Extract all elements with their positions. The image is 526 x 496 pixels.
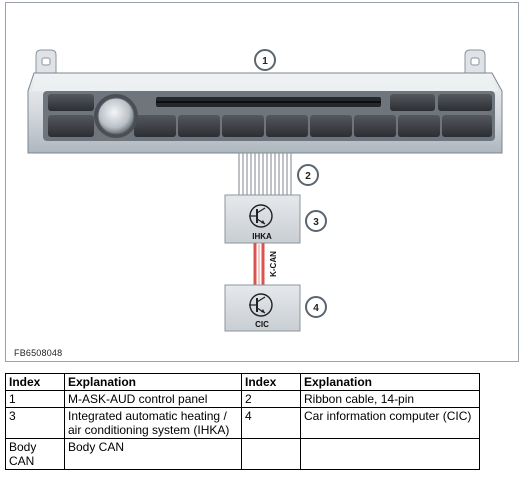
panel-button — [178, 115, 220, 137]
panel-button — [354, 115, 396, 137]
ihka-module: IHKA — [224, 194, 301, 244]
callout-4: 4 — [305, 296, 327, 318]
table-row: 3 Integrated automatic heating / air con… — [5, 407, 480, 439]
index-cell: 3 — [5, 407, 65, 439]
callout-1-label: 1 — [262, 56, 268, 67]
explanation-cell: Ribbon cable, 14-pin — [300, 390, 480, 408]
header-explanation: Explanation — [64, 373, 242, 391]
index-cell: 2 — [241, 390, 301, 408]
explanation-cell: Car information computer (CIC) — [300, 407, 480, 439]
figure-id: FB6508048 — [14, 348, 63, 358]
callout-3: 3 — [305, 210, 327, 232]
callout-3-label: 3 — [313, 217, 319, 228]
callout-2-label: 2 — [305, 171, 311, 182]
panel-button — [266, 115, 308, 137]
panel-button — [48, 94, 94, 111]
index-cell: 4 — [241, 407, 301, 439]
index-cell — [241, 438, 301, 470]
diagram-figure: 1 2 — [5, 2, 519, 362]
explanation-cell: M-ASK-AUD control panel — [64, 390, 242, 408]
panel-button — [398, 115, 440, 137]
panel-button — [222, 115, 264, 137]
diagram-svg: 1 2 — [27, 49, 503, 332]
explanation-cell: Integrated automatic heating / air condi… — [64, 407, 242, 439]
cic-module: CIC — [224, 284, 301, 332]
index-cell: Body CAN — [5, 438, 65, 470]
panel-button — [442, 115, 492, 137]
cic-label: CIC — [255, 320, 269, 329]
panel-button — [134, 115, 176, 137]
ihka-label: IHKA — [252, 232, 272, 241]
header-index: Index — [5, 373, 65, 391]
panel-button — [48, 115, 94, 137]
k-can-bus: K-CAN — [253, 243, 278, 285]
callout-2: 2 — [297, 164, 319, 186]
k-can-label: K-CAN — [269, 251, 278, 277]
control-panel — [27, 49, 503, 154]
header-explanation: Explanation — [300, 373, 480, 391]
legend-header-row: Index Explanation Index Explanation — [5, 373, 480, 391]
callout-1: 1 — [254, 49, 276, 71]
callout-4-label: 4 — [313, 303, 319, 314]
explanation-cell: Body CAN — [64, 438, 242, 470]
panel-button — [438, 94, 492, 111]
ribbon-cable — [238, 153, 292, 195]
panel-button — [310, 115, 352, 137]
legend-table: Index Explanation Index Explanation 1 M-… — [5, 373, 480, 470]
table-row: 1 M-ASK-AUD control panel 2 Ribbon cable… — [5, 390, 480, 408]
panel-button — [390, 94, 435, 111]
table-row: Body CAN Body CAN — [5, 438, 480, 470]
index-cell: 1 — [5, 390, 65, 408]
explanation-cell — [300, 438, 480, 470]
header-index: Index — [241, 373, 301, 391]
